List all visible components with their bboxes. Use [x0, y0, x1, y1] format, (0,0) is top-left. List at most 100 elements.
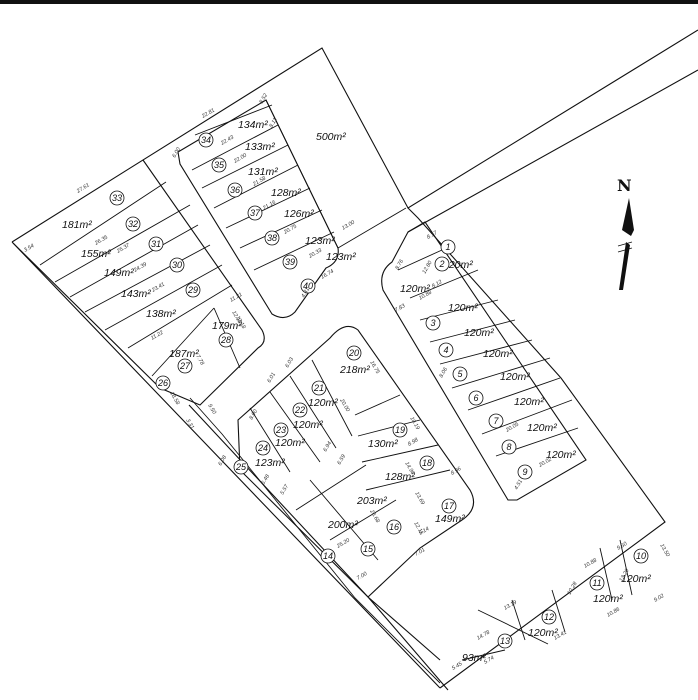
lot-number: 31	[151, 239, 161, 249]
dimension-label: 16.74	[320, 269, 335, 281]
lot-number: 22	[294, 405, 305, 415]
lot-number-circle	[425, 315, 441, 331]
lot-number: 8	[506, 442, 511, 452]
lot-area: 120m²	[514, 396, 544, 408]
lot-4: 4 120m²	[438, 327, 494, 358]
dimension-label: 7.78	[194, 354, 205, 367]
lot-number: 28	[220, 335, 231, 345]
dimension-label: 4.31	[301, 287, 312, 299]
lot-area: 149m²	[435, 513, 465, 525]
lot-number-circle	[169, 257, 185, 273]
dimension-label: 3.54	[23, 243, 35, 254]
lot-number: 35	[214, 160, 225, 170]
lot-8: 8 120m²	[501, 422, 557, 455]
lot-area: 155m²	[81, 248, 111, 260]
lot-number-circle	[227, 182, 243, 198]
lot-number-circle	[488, 413, 504, 429]
lot-number-circle	[255, 440, 271, 456]
lot-area: 203m²	[356, 495, 387, 507]
dimension-label: 3.31	[184, 418, 195, 430]
lot-15: 15 200m²	[327, 519, 376, 557]
dimension-label: 16.75	[368, 360, 381, 376]
dimension-label: 22.00	[232, 152, 249, 165]
dimension-label: 13.00	[341, 219, 357, 232]
block-west	[11, 159, 265, 406]
lot-number-circle	[517, 464, 533, 480]
lot-area: 120m²	[464, 327, 494, 339]
dimension-label: 5.74	[483, 655, 495, 666]
lot-area: 179m²	[212, 320, 242, 332]
dimension-label: 21.16	[261, 199, 278, 212]
lot-number: 29	[187, 285, 198, 295]
north-arrow: N	[617, 176, 634, 290]
lot-area: 120m²	[443, 259, 473, 271]
lot-25: 25	[233, 459, 249, 475]
north-label: N	[617, 176, 632, 195]
block-central-lots	[249, 359, 451, 561]
lot-number-circle	[452, 366, 468, 382]
dimension-label: 10.86	[606, 606, 622, 619]
dimension-label: 9.14	[418, 526, 430, 537]
dimension-label: 6.08	[218, 454, 229, 467]
lot-number-circle	[441, 498, 457, 514]
lot-number: 15	[363, 544, 374, 554]
lot-32: 32 155m²	[81, 216, 141, 260]
dimension-label: 10.88	[583, 557, 599, 570]
lot-number: 4	[443, 345, 448, 355]
lot-number: 10	[636, 551, 646, 561]
lot-number-circle	[155, 375, 171, 391]
lot-number: 3	[430, 318, 435, 328]
dimension-label: 5.57	[280, 483, 291, 496]
dimension-label: 13.50	[658, 543, 671, 559]
lot-number: 32	[128, 219, 138, 229]
lot-number: 17	[444, 501, 455, 511]
lot-area: 120m²	[527, 422, 557, 434]
lot-number: 39	[285, 257, 295, 267]
lot-31: 31 149m²	[104, 236, 164, 279]
lot-number-circle	[198, 132, 214, 148]
lot-area: 138m²	[146, 308, 176, 320]
lot-number-circle	[185, 282, 201, 298]
lot-number: 18	[422, 458, 432, 468]
lot-number: 12	[544, 612, 554, 622]
dimension-label: 20.33	[307, 247, 324, 260]
lot-number: 5	[457, 369, 463, 379]
lot-number: 27	[179, 361, 191, 371]
lot-number-circle	[497, 633, 513, 649]
lot-area: 123m²	[255, 457, 285, 469]
lot-area: 120m²	[275, 437, 305, 449]
lot-number-circle	[211, 157, 227, 173]
lot-number: 25	[235, 462, 247, 472]
dimension-label: 8.52	[259, 93, 270, 105]
lot-area: 128m²	[385, 471, 415, 483]
lot-area: 149m²	[104, 267, 134, 279]
lot-14: 14	[320, 548, 336, 564]
lot-area: 128m²	[271, 187, 301, 199]
lot-area: 200m²	[327, 519, 358, 531]
lot-number-circle	[501, 439, 517, 455]
lot-area: 131m²	[248, 166, 278, 178]
dimension-label: 6.94	[323, 441, 334, 453]
dimension-label: 8.76	[395, 258, 406, 271]
lot-number-circle	[419, 455, 435, 471]
north-arrow-hash-icon	[617, 241, 633, 253]
dimension-label: 7.83	[394, 303, 407, 314]
dimension-label: 5.45	[451, 661, 464, 672]
lot-number: 9	[522, 467, 527, 477]
lot-number-circle	[589, 575, 605, 591]
lot-area: 133m²	[245, 141, 275, 153]
